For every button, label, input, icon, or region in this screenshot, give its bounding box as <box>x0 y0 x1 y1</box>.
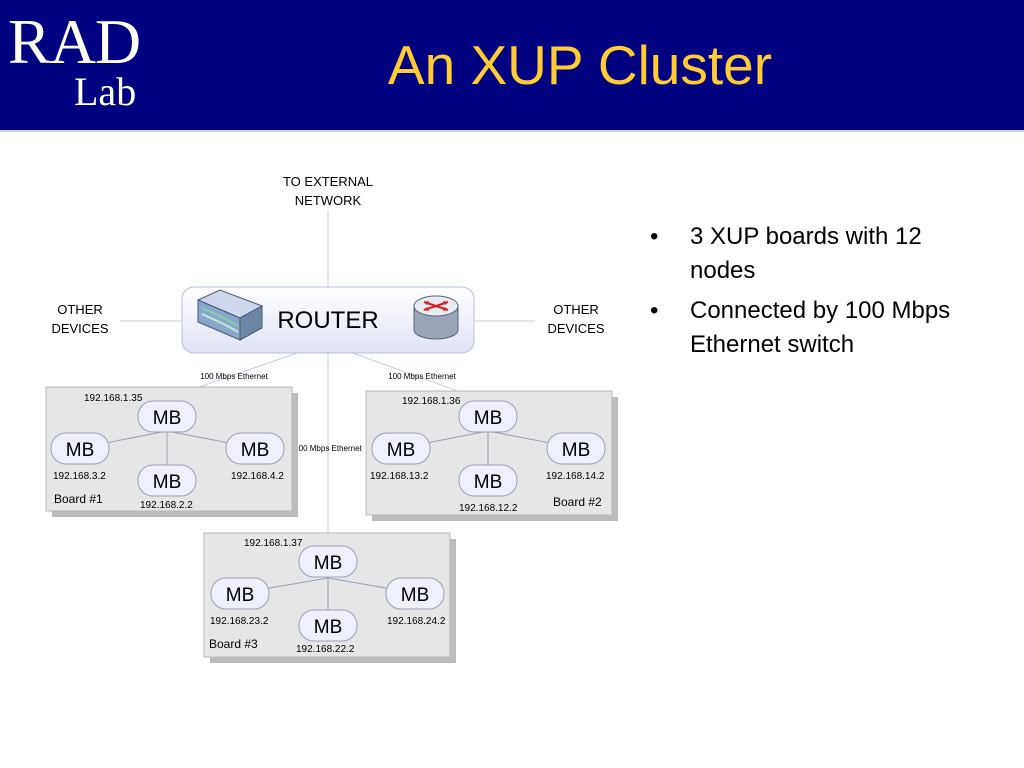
link-label-board1: 100 Mbps Ethernet <box>200 372 268 381</box>
board1-left-ip: 192.168.3.2 <box>53 471 106 482</box>
board1-node-right: MB <box>225 432 285 465</box>
logo-rad-text: RAD <box>8 6 141 77</box>
bullet-dot-icon: • <box>650 223 659 250</box>
radlab-logo: RAD Lab <box>8 10 178 120</box>
board1-node-top: MB <box>137 400 197 433</box>
node-label: MB <box>153 408 182 429</box>
bullet-text: Connected by 100 Mbps Ethernet switch <box>690 297 951 358</box>
bullet-text: 3 XUP boards with 12 nodes <box>690 223 922 284</box>
logo-lab-text: Lab <box>74 69 137 114</box>
board1-node-bottom: MB <box>137 464 197 497</box>
other-devices-right-line1: OTHER <box>553 302 599 317</box>
node-label: MB <box>387 440 416 461</box>
board2-top-ip: 192.168.1.36 <box>402 396 461 407</box>
board1-right-ip: 192.168.4.2 <box>231 471 284 482</box>
board2-left-ip: 192.168.13.2 <box>370 471 429 482</box>
board3-bottom-ip: 192.168.22.2 <box>296 644 355 655</box>
header-divider <box>0 130 1024 132</box>
board2-right-ip: 192.168.14.2 <box>546 471 605 482</box>
bullet-dot-icon: • <box>650 297 659 324</box>
node-label: MB <box>241 440 270 461</box>
router-label: ROUTER <box>277 307 378 334</box>
board2-node-top: MB <box>458 400 518 433</box>
board2-bottom-ip: 192.168.12.2 <box>459 503 518 514</box>
node-label: MB <box>474 408 503 429</box>
node-label: MB <box>474 472 503 493</box>
board-3: MB MB MB MB 192.168.1.37 192.168.23.2 19… <box>203 532 456 663</box>
board2-node-right: MB <box>546 432 606 465</box>
board3-node-left: MB <box>210 577 270 610</box>
other-devices-right-line2: DEVICES <box>547 321 604 336</box>
board3-left-ip: 192.168.23.2 <box>210 616 269 627</box>
router-icon <box>413 295 459 340</box>
board1-node-left: MB <box>50 432 110 465</box>
link-label-board3: 100 Mbps Ethernet <box>294 444 362 453</box>
node-label: MB <box>314 553 343 574</box>
bullet-item: • Connected by 100 Mbps Ethernet switch <box>650 294 990 362</box>
board3-right-ip: 192.168.24.2 <box>387 616 446 627</box>
board1-top-ip: 192.168.1.35 <box>84 393 143 404</box>
board3-top-ip: 192.168.1.37 <box>244 538 303 549</box>
bullet-item: • 3 XUP boards with 12 nodes <box>650 220 990 288</box>
board2-node-bottom: MB <box>458 464 518 497</box>
node-label: MB <box>226 585 255 606</box>
external-label-line1: TO EXTERNAL <box>283 174 373 189</box>
slide-header <box>0 0 1024 130</box>
other-devices-left-line2: DEVICES <box>51 321 108 336</box>
node-label: MB <box>562 440 591 461</box>
node-label: MB <box>153 472 182 493</box>
link-label-board2: 100 Mbps Ethernet <box>388 372 456 381</box>
switch-icon <box>196 289 264 341</box>
board3-node-bottom: MB <box>298 609 358 642</box>
board3-name: Board #3 <box>209 637 258 651</box>
external-label-line2: NETWORK <box>295 193 362 208</box>
node-label: MB <box>314 617 343 638</box>
other-devices-left-line1: OTHER <box>57 302 103 317</box>
board1-name: Board #1 <box>54 492 103 506</box>
node-label: MB <box>66 440 95 461</box>
board2-node-left: MB <box>371 432 431 465</box>
slide-title: An XUP Cluster <box>387 34 773 96</box>
board-2: MB MB MB MB 192.168.1.36 192.168.13.2 19… <box>365 390 618 521</box>
board3-node-right: MB <box>385 577 445 610</box>
node-label: MB <box>401 585 430 606</box>
board-1: MB MB MB MB 192.168.1.35 192.168.3.2 192… <box>45 386 298 517</box>
board3-node-top: MB <box>298 545 358 578</box>
bullet-list: • 3 XUP boards with 12 nodes • Connected b… <box>650 220 990 368</box>
board1-bottom-ip: 192.168.2.2 <box>140 500 193 511</box>
board2-name: Board #2 <box>553 495 602 509</box>
